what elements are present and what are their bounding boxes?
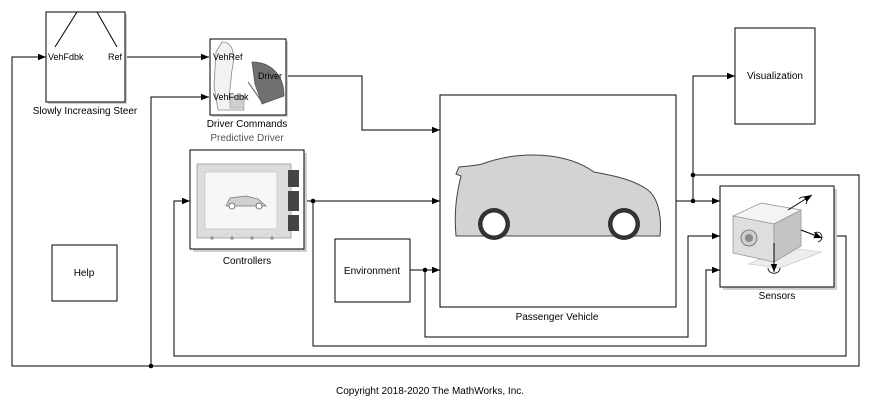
block-title: Controllers [223,256,271,267]
block-title: Slowly Increasing Steer [33,106,138,117]
port-label-ref: Ref [108,52,123,62]
block-help[interactable]: Help [51,244,118,302]
block-visualization[interactable]: Visualization [734,27,816,125]
port-label-vehfdbk: VehFdbk [48,52,84,62]
wire-feedback-to-driver[interactable] [150,93,209,366]
block-title: Environment [344,266,400,277]
port-label-vehfdbk: VehFdbk [213,92,249,102]
junction-dot [690,198,696,204]
wire-environment-to-sensors[interactable] [424,232,720,338]
wire-vehicle-to-visualization[interactable] [692,72,735,201]
junction-dot [422,267,428,273]
block-title: Passenger Vehicle [516,312,599,323]
block-title: Sensors [759,291,796,302]
block-title: Visualization [747,71,803,82]
block-slowly-increasing-steer[interactable]: VehFdbk Ref Slowly Increasing Steer [33,11,138,117]
wire-driver-to-vehicle[interactable] [286,75,440,134]
driver-seat-icon [213,41,285,111]
port-label-driver: Driver [258,71,282,81]
wire-sensors-to-controllers[interactable] [173,197,847,357]
block-controllers[interactable]: Controllers [189,149,307,267]
block-subtitle: Predictive Driver [210,133,284,144]
block-title: Driver Commands [207,119,288,130]
wire-feedback-to-steer[interactable] [11,53,860,367]
block-environment[interactable]: Environment [334,238,411,303]
ramp-profile-icon [54,11,118,48]
block-passenger-vehicle[interactable]: Passenger Vehicle [439,94,677,323]
sensor-cube-icon [731,194,823,274]
junction-dot [148,363,154,369]
block-driver-commands[interactable]: VehRef VehFdbk Driver Driver Commands Pr… [207,38,288,144]
junction-dot [310,198,316,204]
car-silhouette-icon [454,154,661,240]
ecu-controller-icon [196,163,299,240]
wire-controllers-to-sensors[interactable] [312,201,720,347]
copyright-text: Copyright 2018-2020 The MathWorks, Inc. [336,386,524,397]
signal-lines [11,53,860,369]
port-label-vehref: VehRef [213,52,243,62]
block-sensors[interactable]: Sensors [719,185,837,302]
block-title: Help [74,268,95,279]
junction-dot [690,172,696,178]
